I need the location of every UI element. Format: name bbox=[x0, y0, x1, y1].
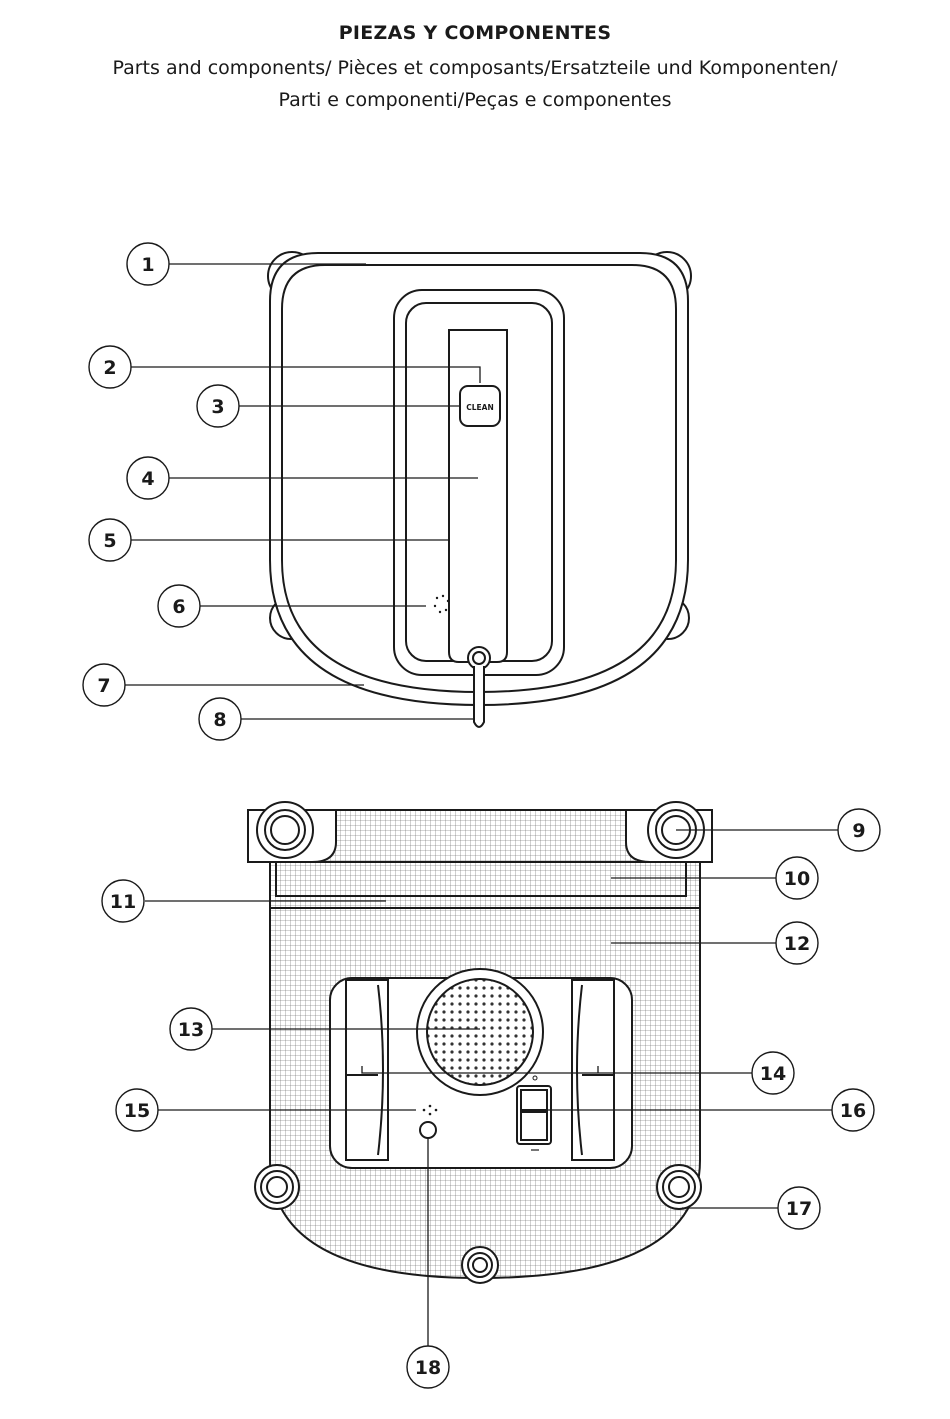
callout-number-1: 1 bbox=[141, 254, 154, 276]
wheel-top-left bbox=[257, 802, 313, 858]
callout-number-16: 16 bbox=[840, 1100, 866, 1122]
top-view bbox=[268, 252, 691, 727]
callout-1: 1 bbox=[127, 243, 169, 285]
callout-11: 11 bbox=[102, 880, 144, 922]
right-track bbox=[572, 980, 614, 1160]
callout-number-4: 4 bbox=[141, 468, 154, 490]
callout-number-5: 5 bbox=[103, 530, 116, 552]
callout-number-17: 17 bbox=[786, 1198, 812, 1220]
cord-connector bbox=[468, 647, 490, 669]
callout-number-18: 18 bbox=[415, 1357, 441, 1379]
callout-number-10: 10 bbox=[784, 868, 810, 890]
callout-number-2: 2 bbox=[103, 357, 116, 379]
callout-12: 12 bbox=[776, 922, 818, 964]
callout-2: 2 bbox=[89, 346, 131, 388]
callout-18: 18 bbox=[407, 1346, 449, 1388]
control-panel bbox=[449, 330, 507, 662]
callout-10: 10 bbox=[776, 857, 818, 899]
callout-8: 8 bbox=[199, 698, 241, 740]
callout-13: 13 bbox=[170, 1008, 212, 1050]
callout-15: 15 bbox=[116, 1089, 158, 1131]
bottom-view bbox=[248, 802, 712, 1283]
callout-4: 4 bbox=[127, 457, 169, 499]
callout-number-8: 8 bbox=[213, 709, 226, 731]
callout-number-9: 9 bbox=[852, 820, 865, 842]
callout-number-7: 7 bbox=[97, 675, 110, 697]
wheel-bottom-center bbox=[462, 1247, 498, 1283]
callout-number-14: 14 bbox=[760, 1063, 786, 1085]
clean-button-label: CLEAN bbox=[466, 403, 494, 412]
callout-6: 6 bbox=[158, 585, 200, 627]
callout-7: 7 bbox=[83, 664, 125, 706]
callout-17: 17 bbox=[778, 1187, 820, 1229]
callout-5: 5 bbox=[89, 519, 131, 561]
callout-number-3: 3 bbox=[211, 396, 224, 418]
callout-number-12: 12 bbox=[784, 933, 810, 955]
callout-number-11: 11 bbox=[110, 891, 136, 913]
suction-cup-perforated bbox=[427, 979, 533, 1085]
wheel-bottom-left bbox=[255, 1165, 299, 1209]
callout-3: 3 bbox=[197, 385, 239, 427]
left-track bbox=[346, 980, 388, 1160]
callout-number-15: 15 bbox=[124, 1100, 150, 1122]
callout-9: 9 bbox=[838, 809, 880, 851]
front-cleaning-pad bbox=[276, 862, 686, 896]
callout-number-13: 13 bbox=[178, 1019, 204, 1041]
bottom-sensor bbox=[420, 1122, 436, 1138]
wheel-bottom-right bbox=[657, 1165, 701, 1209]
callout-16: 16 bbox=[832, 1089, 874, 1131]
callout-number-6: 6 bbox=[172, 596, 185, 618]
safety-cord bbox=[474, 666, 484, 727]
callout-14: 14 bbox=[752, 1052, 794, 1094]
